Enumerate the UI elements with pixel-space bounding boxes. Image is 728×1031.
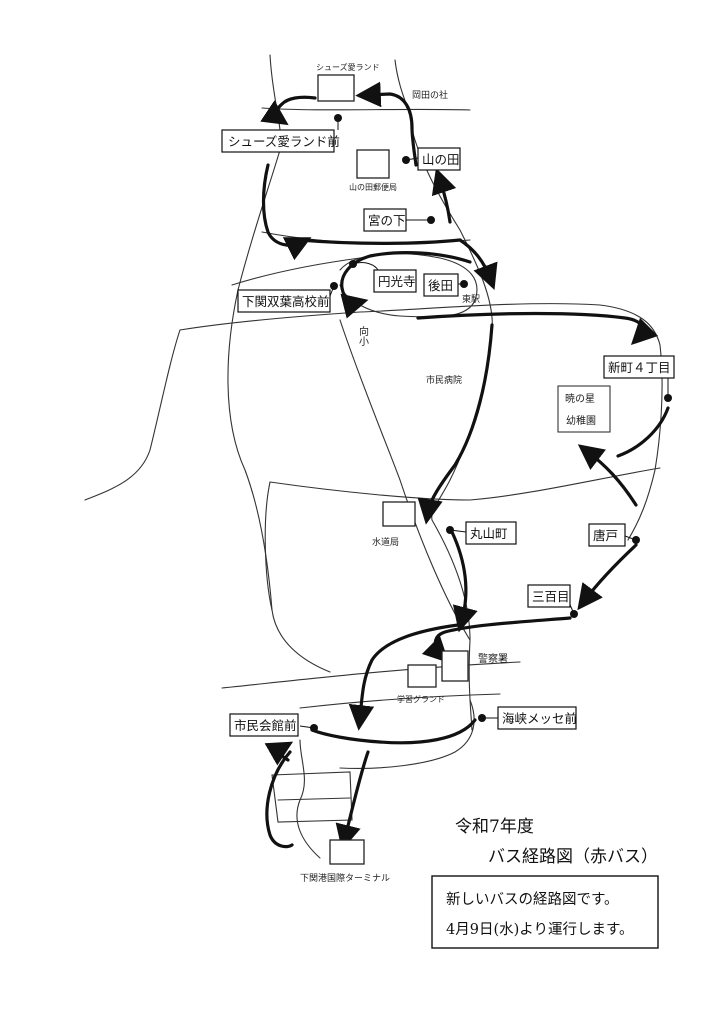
stop-dots — [310, 114, 672, 732]
landmark-ferry-terminal: 下関港国際ターミナル — [300, 872, 390, 884]
road-south-rect-1 — [271, 771, 353, 823]
title-line1: 令和7年度 — [455, 817, 534, 837]
terminal-building — [329, 839, 365, 865]
map-title: 令和7年度 バス経路図（赤バス） — [455, 817, 658, 867]
landmark-yamanota-post-office: 山の田郵便局 — [349, 182, 397, 192]
mukai-sho-text: 向小 — [357, 325, 369, 347]
stop-kaikyo-messe-mae: 海峡メッセ前 — [497, 706, 577, 730]
route-seg-karato-up — [577, 444, 638, 507]
gakushu-building — [407, 664, 437, 688]
route-seg-messe — [310, 718, 477, 745]
leader-futaba — [329, 285, 335, 297]
shoes-ai-land-building — [317, 74, 355, 102]
stop-label-enkoji: 円光寺 — [378, 274, 416, 289]
route-seg-west-down — [261, 163, 312, 261]
stop-shimin-kaikan-mae: 市民会館前 — [229, 713, 299, 737]
landmark-okada-no-yashiro: 岡田の社 — [412, 89, 448, 101]
notice-box: 新しいバスの経路図です。 4月9日(水)より運行します。 — [431, 875, 659, 949]
stop-gota: 後田 — [423, 273, 459, 297]
stop-maruyamacho: 丸山町 — [465, 521, 517, 545]
stop-label-shoes: シューズ愛ランド前 — [228, 134, 340, 149]
road-far-west — [84, 329, 181, 501]
route-seg-top — [355, 81, 414, 130]
bus-route — [260, 81, 670, 851]
route-seg-south-up — [264, 741, 294, 766]
route-seg-west-curve — [348, 623, 460, 731]
landmark-akatsuki-1: 暁の星 — [565, 393, 595, 405]
road-lower-east — [431, 519, 473, 731]
route-seg-down-gota — [458, 238, 498, 290]
stop-karato: 唐戸 — [588, 523, 626, 547]
leader-yamanota — [405, 157, 419, 161]
stop-label-shinmachi: 新町４丁目 — [608, 360, 671, 375]
notice-line1: 新しいバスの経路図です。 — [446, 891, 619, 908]
landmark-higashi-eki: 東駅 — [462, 293, 480, 305]
road-east-upper — [411, 129, 493, 521]
stop-yamanota: 山の田 — [417, 147, 461, 171]
road-mid-cross — [269, 467, 661, 501]
route-seg-across — [298, 238, 462, 245]
road-diagonal — [339, 319, 471, 641]
route-seg-sanbyakume — [421, 616, 572, 664]
route-seg-up-yamanota — [431, 167, 457, 224]
stop-label-shimin-kaikan: 市民会館前 — [234, 718, 297, 733]
landmark-police: 警察署 — [478, 652, 508, 665]
landmark-suidokyoku: 水道局 — [372, 536, 399, 548]
road-south-block — [296, 739, 321, 859]
stop-label-futaba: 下関双葉高校前 — [242, 294, 330, 309]
route-seg-top-west — [260, 95, 317, 126]
route-seg-south-loop — [265, 750, 294, 849]
landmark-akatsuki-2: 幼稚園 — [566, 414, 596, 427]
stop-enkoji: 円光寺 — [373, 269, 417, 293]
road-west — [227, 149, 331, 673]
road-west-east-1 — [179, 303, 661, 346]
landmark-labels: シューズ愛ランド 岡田の社 山の田郵便局 東駅 向小 市民病院 暁の星 幼稚園 … — [300, 62, 596, 884]
stop-miyanoshita: 宮の下 — [363, 208, 407, 232]
stop-label-messe: 海峡メッセ前 — [502, 711, 577, 726]
leader-enkoji — [352, 262, 379, 271]
road-south-rect-2 — [277, 797, 351, 801]
stop-sanbyakume: 三百目 — [527, 584, 571, 608]
road-lower-west — [264, 481, 273, 611]
stop-label-gota: 後田 — [428, 278, 453, 293]
road-coast — [221, 661, 521, 689]
suidokyoku-building — [382, 501, 416, 527]
stop-shoes-ai-land-mae: シューズ愛ランド前 — [221, 129, 340, 153]
landmark-boxes — [317, 74, 469, 865]
road-top-cross — [261, 107, 471, 111]
route-seg-gota-down — [417, 323, 494, 525]
route-seg-south-down — [335, 750, 370, 851]
stop-label-yamanota: 山の田 — [422, 152, 460, 167]
landmark-gakushu-ground: 学習グランド — [397, 694, 445, 704]
stop-label-maruyama: 丸山町 — [470, 526, 508, 541]
stop-label-boxes: シューズ愛ランド前 山の田 宮の下 円光寺 後田 下関双葉高校前 新町４丁目 — [221, 129, 675, 737]
stop-label-karato: 唐戸 — [593, 528, 618, 543]
landmark-shoes-ai-land: シューズ愛ランド — [316, 62, 380, 72]
leader-maruyama — [449, 529, 467, 533]
route-seg-shinmachi-down — [616, 406, 670, 458]
road-east-side — [627, 344, 663, 541]
route-seg-yamanota-top — [410, 126, 418, 167]
route-seg-karato-curve — [577, 543, 638, 611]
police-building — [441, 650, 469, 682]
route-seg-to-shinmachi — [416, 311, 659, 346]
akatsuki-box — [557, 385, 611, 433]
stop-shinmachi-4chome: 新町４丁目 — [603, 355, 675, 379]
yamanota-post-office-building — [356, 149, 390, 179]
notice-line2: 4月9日(水)より運行します。 — [446, 921, 634, 938]
landmark-shimin-byoin: 市民病院 — [426, 374, 462, 386]
leader-karato — [624, 535, 637, 541]
stop-label-sanbyakume: 三百目 — [532, 589, 570, 604]
road-coast-2 — [299, 693, 501, 709]
title-line2: バス経路図（赤バス） — [488, 847, 658, 867]
landmark-mukai-sho: 向小 — [357, 325, 369, 347]
road-cross-futaba — [231, 257, 361, 286]
route-seg-maruyama-down — [450, 530, 478, 633]
leader-shimin-kaikan — [299, 725, 315, 729]
stop-label-miyanoshita: 宮の下 — [368, 213, 406, 228]
stop-futaba-koko-mae: 下関双葉高校前 — [237, 289, 331, 313]
stop-leaders — [299, 118, 669, 729]
